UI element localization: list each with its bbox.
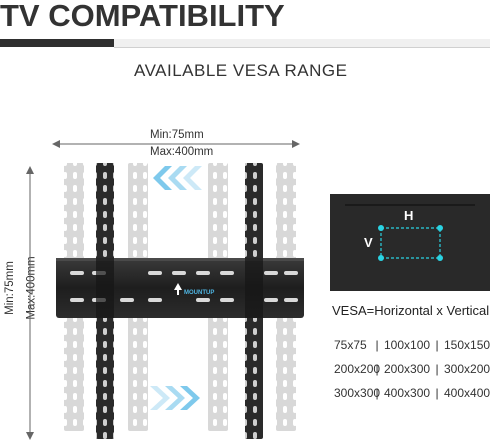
vertical-dimension-line <box>26 166 34 440</box>
vesa-row: 300x300 | 400x300 | 400x400 <box>334 381 490 405</box>
vesa-size: 200x200 <box>334 362 381 376</box>
vesa-size: 150x150 <box>444 338 490 352</box>
separator: | <box>375 362 379 376</box>
vesa-size: 400x400 <box>444 386 490 400</box>
diagram-v-label: V <box>364 235 373 250</box>
separator: | <box>435 338 439 352</box>
brand-text: MOUNTUP <box>184 290 214 296</box>
separator: | <box>435 386 439 400</box>
vesa-size: 300x300 <box>334 386 381 400</box>
page-title: TV COMPATIBILITY <box>0 0 285 33</box>
brand-logo: MOUNTUP <box>174 283 214 296</box>
tv-back-panel: H V <box>330 194 490 291</box>
vesa-sizes-table: 75x75 | 100x100 | 150x150 200x200 | 200x… <box>334 333 490 405</box>
vesa-size: 100x100 <box>384 338 431 352</box>
horizontal-max-label: Max:400mm <box>150 146 214 158</box>
vesa-size: 200x300 <box>384 362 431 376</box>
separator: | <box>375 338 379 352</box>
title-band <box>0 39 490 83</box>
band-dark-segment <box>0 39 114 47</box>
subtitle: AVAILABLE VESA RANGE <box>134 61 348 80</box>
horizontal-min-label: Min:75mm <box>150 129 204 141</box>
vesa-row: 200x200 | 200x300 | 300x200 <box>334 357 490 381</box>
horizontal-dimension-line <box>52 140 300 148</box>
vesa-title: VESA=Horizontal x Vertical <box>332 303 490 318</box>
left-arrows-icon <box>153 166 202 190</box>
right-arrows-icon <box>150 386 200 410</box>
separator: | <box>375 386 379 400</box>
vesa-size: 75x75 <box>334 338 367 352</box>
separator: | <box>435 362 439 376</box>
band-light-segment <box>114 39 490 47</box>
band-line <box>114 47 490 48</box>
vesa-row: 75x75 | 100x100 | 150x150 <box>334 333 490 357</box>
vesa-size: 400x300 <box>384 386 431 400</box>
diagram-h-label: H <box>404 208 413 223</box>
vesa-size: 300x200 <box>444 362 490 376</box>
